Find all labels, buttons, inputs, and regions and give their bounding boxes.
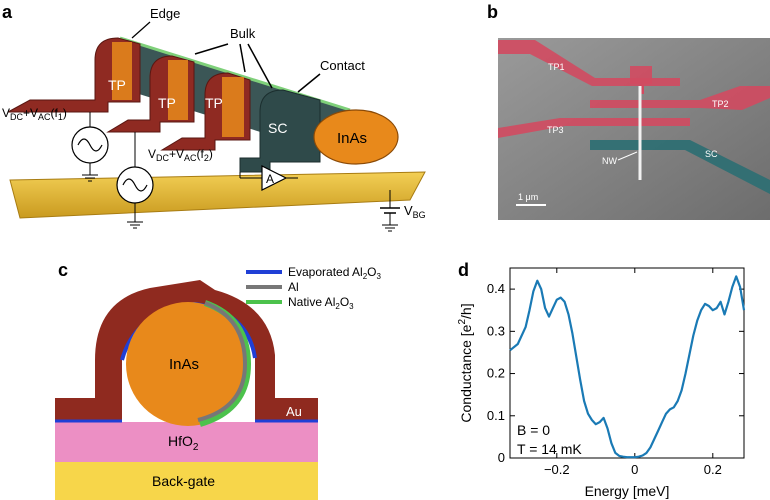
amplifier-label: A [266,172,274,186]
panel-b: b TP1 TP2 TP3 SC NW 1 μm [487,2,770,220]
tp3-lead [498,118,690,138]
panel-a-letter: a [2,2,13,22]
tp2-label: TP [158,95,176,111]
ac-source-2 [116,132,154,229]
au-gate [55,280,318,422]
back-gate-plate [9,171,426,219]
bulk-arrow-2 [239,43,246,73]
hfo2-label: HfO2 [168,433,199,453]
inas-label-c: InAs [169,356,199,373]
backgate-label: Back-gate [152,473,215,489]
sem-sc-label: SC [705,149,718,159]
annotation-b: B = 0 [517,422,550,438]
y-tick-label: 0.1 [487,408,505,423]
sem-tp1-label: TP1 [548,62,565,72]
x-tick-label: −0.2 [544,462,570,477]
y-tick-label: 0.3 [487,323,505,338]
layer-legend: Evaporated Al2O3 Al Native Al2O3 [246,265,382,311]
legend-native: Native Al2O3 [288,295,354,311]
sem-tp3-label: TP3 [547,125,564,135]
hfo2-layer [55,422,318,462]
panel-b-letter: b [487,2,498,22]
backgate-layer [55,462,318,500]
x-axis-label: Energy [meV] [585,483,670,499]
back-gate-source [380,190,400,232]
tp2-lead [590,86,770,110]
vbg-label: VBG [404,203,426,220]
panel-c: c Back-gate HfO2 Au InAs Evaporated Al2O… [55,260,382,500]
legend-evaporated: Evaporated Al2O3 [288,265,382,281]
tp-contact-1: TP [7,37,141,113]
x-tick-label: 0.2 [704,462,722,477]
annotation-t: T = 14 mK [517,441,582,457]
y-tick-label: 0.2 [487,366,505,381]
sc-lead [590,140,770,194]
bulk-arrow-3 [247,43,273,89]
y-axis-label: Conductance [e2/h] [457,303,474,422]
panel-d-letter: d [458,260,469,280]
y-tick-label: 0.4 [487,281,505,296]
tp1-lead [498,40,680,86]
legend-al: Al [288,280,299,294]
bulk-label: Bulk [230,26,256,41]
ac-source-1 [71,112,109,182]
sc-label: SC [268,120,287,136]
tp-contact-2: TP [106,55,195,133]
panel-c-letter: c [58,260,68,280]
panel-a: a TP TP TP SC InAs [2,2,426,232]
series-line-0 [509,275,746,459]
bulk-arrow-1 [194,43,229,55]
tp3-label: TP [205,95,223,111]
au-label: Au [286,404,302,419]
y-tick-label: 0 [498,450,505,465]
contact-label: Contact [320,58,365,73]
x-tick-label: 0 [631,462,638,477]
sem-tp2-label: TP2 [712,99,729,109]
amplifier: A [239,165,298,191]
source-1-label: VDC+VAC(f1) [2,106,67,122]
inas-nanowire-cross [126,302,250,426]
tp-contact-3: TP [160,72,251,151]
tp1-label: TP [108,77,126,93]
edge-label: Edge [150,6,180,21]
sem-nw-label: NW [602,156,617,166]
inas-label-a: InAs [337,130,367,147]
inas-endcap [313,109,399,165]
scale-bar-label: 1 μm [518,192,538,202]
source-2-label: VDC+VAC(f2) [148,147,213,163]
